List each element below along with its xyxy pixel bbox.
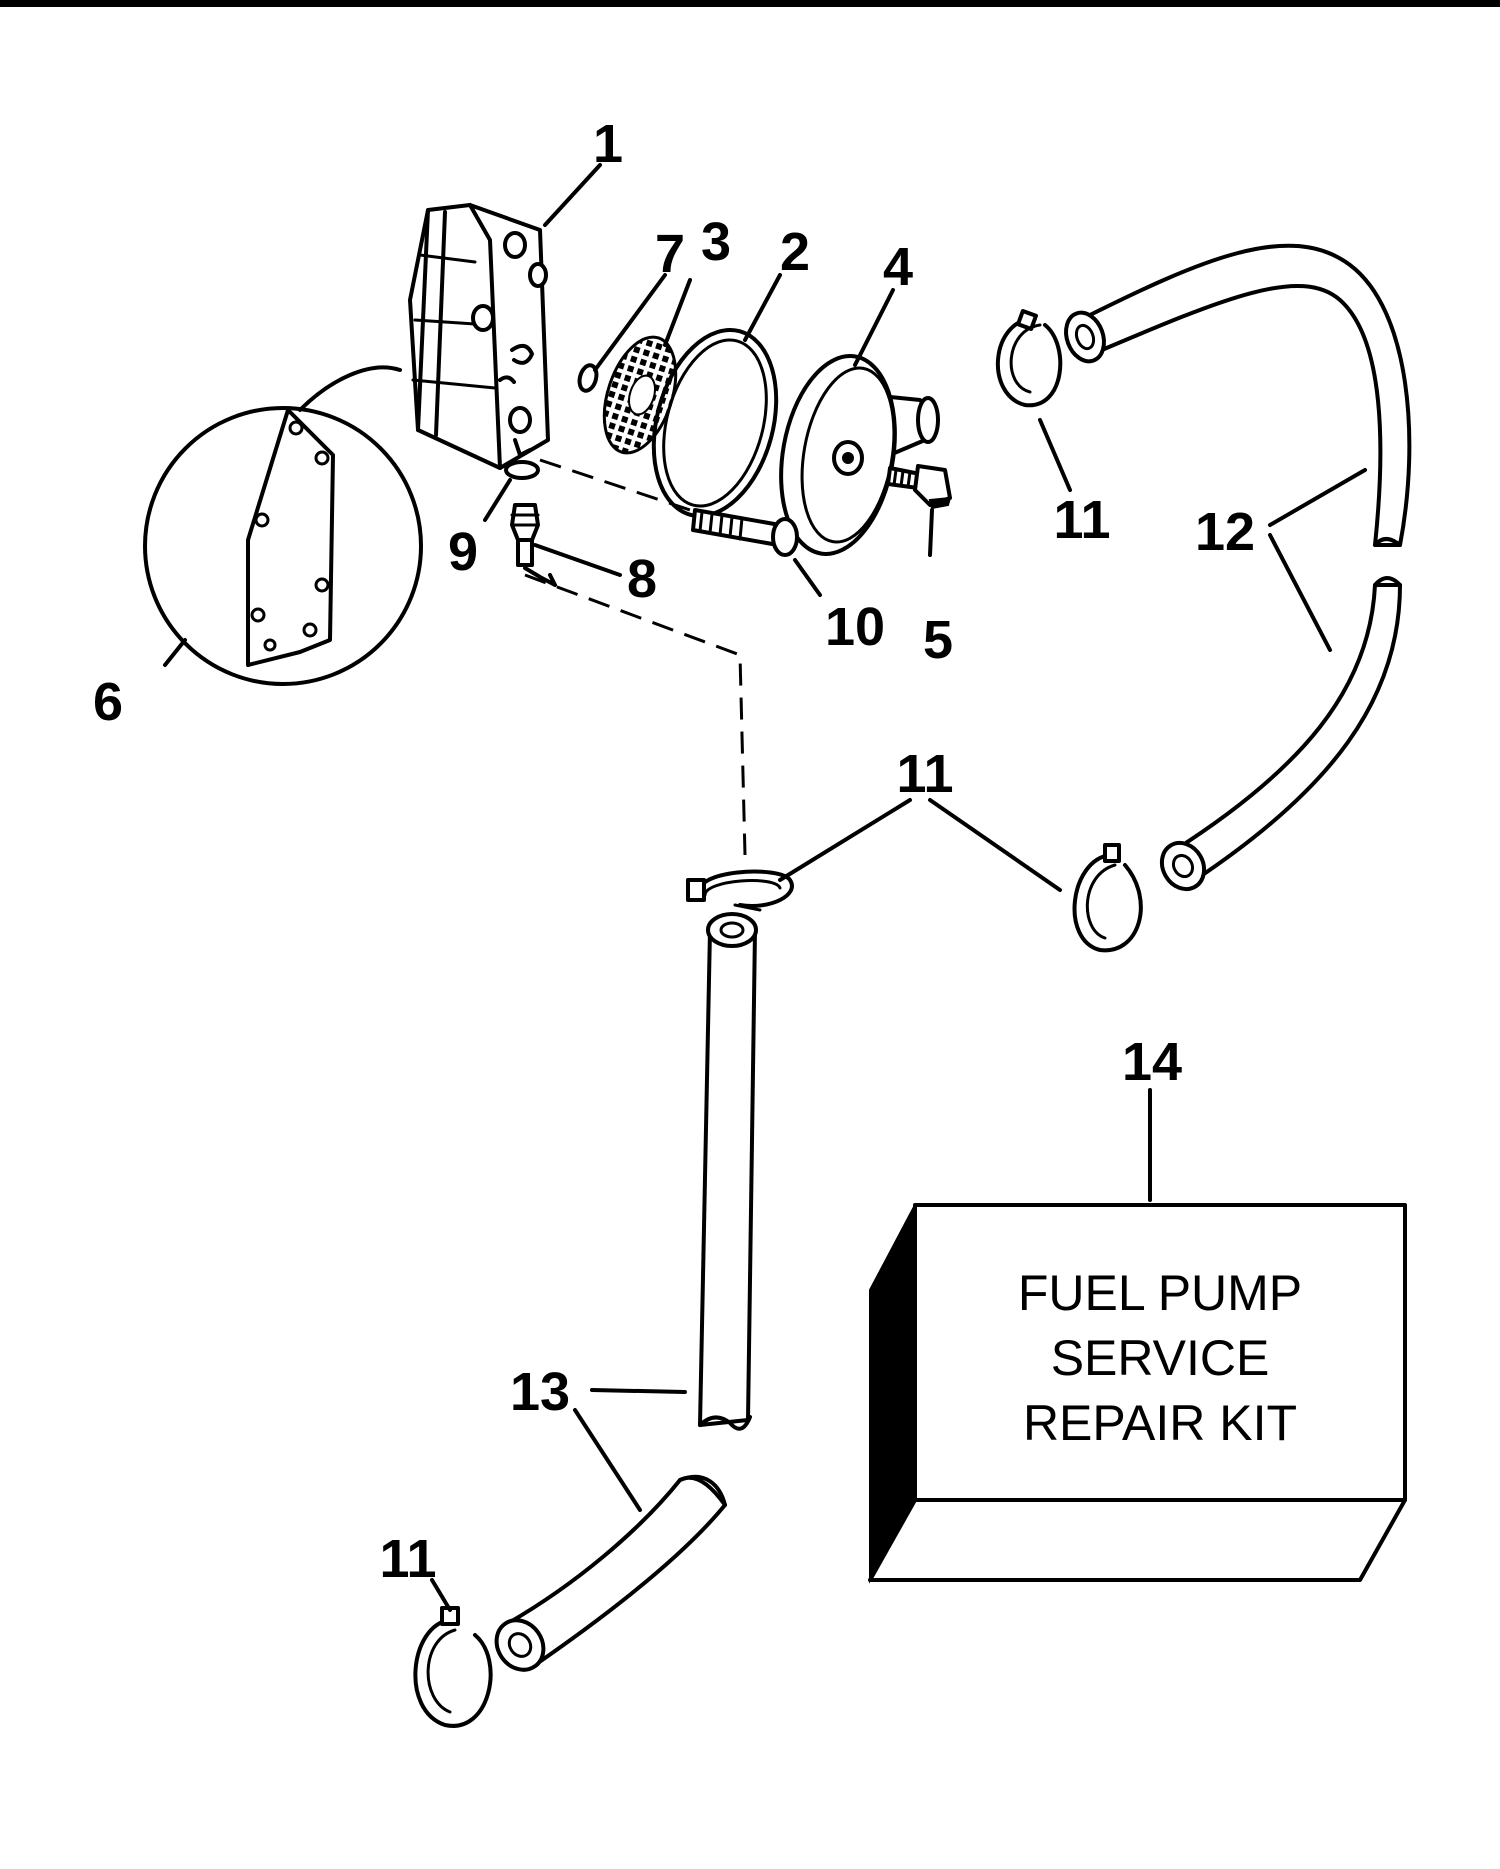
callout-14: 14 xyxy=(1122,1032,1182,1092)
hose-clip-top xyxy=(995,309,1063,408)
callout-11-top: 11 xyxy=(1053,490,1110,550)
fuel-pump-body xyxy=(408,203,550,470)
callout-11-middle: 11 xyxy=(896,744,953,804)
hose-clip-middle-right xyxy=(1072,843,1143,953)
callout-10: 10 xyxy=(825,597,885,657)
callout-4: 4 xyxy=(883,237,913,297)
callout-2: 2 xyxy=(780,222,810,282)
callout-11-bottom: 11 xyxy=(379,1529,436,1589)
fuel-hose-upper xyxy=(1064,243,1412,547)
leader-lines xyxy=(163,163,1367,1612)
inlet-fitting xyxy=(510,503,540,567)
fitting-screw xyxy=(886,464,952,510)
small-o-ring xyxy=(577,363,599,393)
kit-label-line-1: FUEL PUMP xyxy=(1018,1265,1302,1321)
kit-label-line-2: SERVICE xyxy=(1051,1330,1270,1386)
filter-screen xyxy=(602,335,678,455)
hose-clip-middle-left xyxy=(686,869,794,912)
large-o-ring xyxy=(651,328,779,518)
callout-3: 3 xyxy=(701,212,731,272)
gasket-detail xyxy=(143,365,423,686)
washer xyxy=(504,460,540,480)
hose-clip-bottom xyxy=(413,1606,493,1728)
fuel-hose-vertical xyxy=(698,912,758,1431)
assembly-line-fitting xyxy=(524,573,747,856)
callout-8: 8 xyxy=(627,549,657,609)
callout-9: 9 xyxy=(448,522,478,582)
callout-7: 7 xyxy=(655,224,685,284)
assembly-line-bolt xyxy=(539,458,691,512)
long-bolt xyxy=(691,508,799,557)
callout-1: 1 xyxy=(593,114,623,174)
callout-5: 5 xyxy=(923,610,953,670)
callout-6: 6 xyxy=(93,672,123,732)
callout-13: 13 xyxy=(510,1362,570,1422)
diaphragm-assembly xyxy=(779,354,940,556)
repair-kit-box xyxy=(868,1203,1407,1584)
kit-label-line-3: REPAIR KIT xyxy=(1023,1395,1297,1451)
fuel-hose-lower xyxy=(1159,576,1402,892)
callout-12: 12 xyxy=(1195,502,1255,562)
fuel-hose-bottom xyxy=(494,1474,727,1672)
top-border xyxy=(0,0,1500,7)
